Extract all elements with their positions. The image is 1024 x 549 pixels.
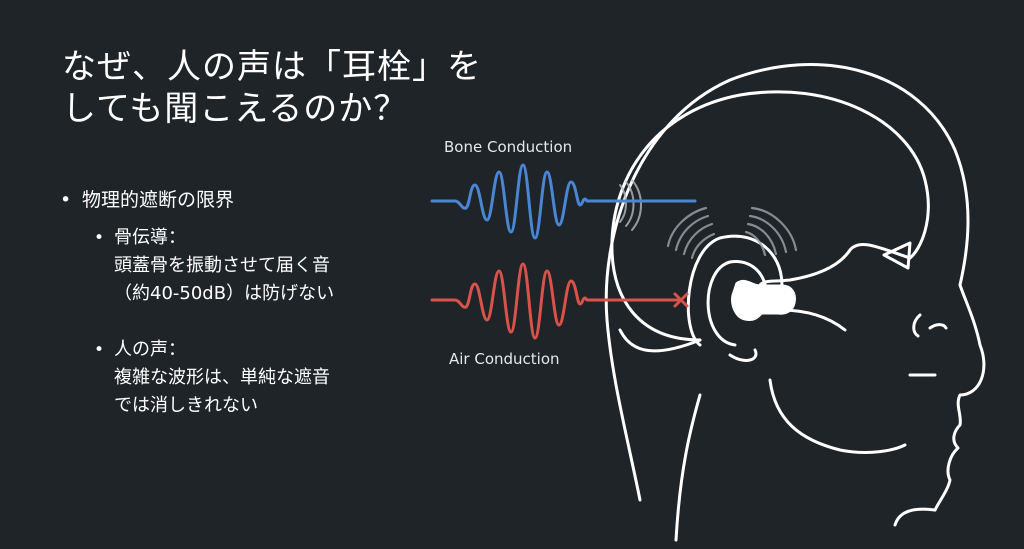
title-line-2: しても聞こえるのか？ <box>62 89 409 129</box>
bullet-main-text: 物理的遮断の限界 <box>82 189 235 211</box>
title-line-1: なぜ、人の声は「耳栓」を <box>62 47 482 87</box>
eye-icon <box>882 241 912 270</box>
ear-vibration-arcs-icon <box>666 206 798 260</box>
bullet-sub-heading: 人の声： <box>114 339 186 360</box>
ear-icon <box>686 234 784 362</box>
bullet-sub-bone: • 骨伝導： 頭蓋骨を振動させて届く音 （約40-50dB）は防げない <box>94 224 420 308</box>
bone-vibration-arcs-icon <box>619 179 642 231</box>
bullet-sub-line: では消しきれない <box>114 395 258 416</box>
head-profile-icon <box>604 63 986 542</box>
bullet-main: • 物理的遮断の限界 <box>60 186 420 214</box>
face-details <box>908 313 948 377</box>
air-conduction-label: Air Conduction <box>449 350 560 368</box>
bullet-dot-icon: • <box>60 189 72 211</box>
earplug-icon <box>731 279 796 321</box>
x-mark-icon <box>673 292 689 308</box>
bullet-sub-line: （約40-50dB）は防げない <box>114 283 335 304</box>
bullet-sub-heading: 骨伝導： <box>114 227 186 248</box>
bullet-sub-line: 頭蓋骨を振動させて届く音 <box>114 255 330 276</box>
air-conduction-wave <box>430 262 682 340</box>
slide-title: なぜ、人の声は「耳栓」を しても聞こえるのか？ <box>62 46 542 130</box>
bullet-list: • 物理的遮断の限界 • 骨伝導： 頭蓋骨を振動させて届く音 （約40-50dB… <box>60 186 420 448</box>
bone-conduction-label: Bone Conduction <box>444 138 573 156</box>
bullet-sub-voice: • 人の声： 複雑な波形は、単純な遮音 では消しきれない <box>94 336 420 420</box>
bone-conduction-wave <box>430 163 697 240</box>
bullet-dot-icon: • <box>94 340 105 360</box>
bullet-sub-line: 複雑な波形は、単純な遮音 <box>114 367 330 388</box>
bullet-dot-icon: • <box>94 228 105 248</box>
